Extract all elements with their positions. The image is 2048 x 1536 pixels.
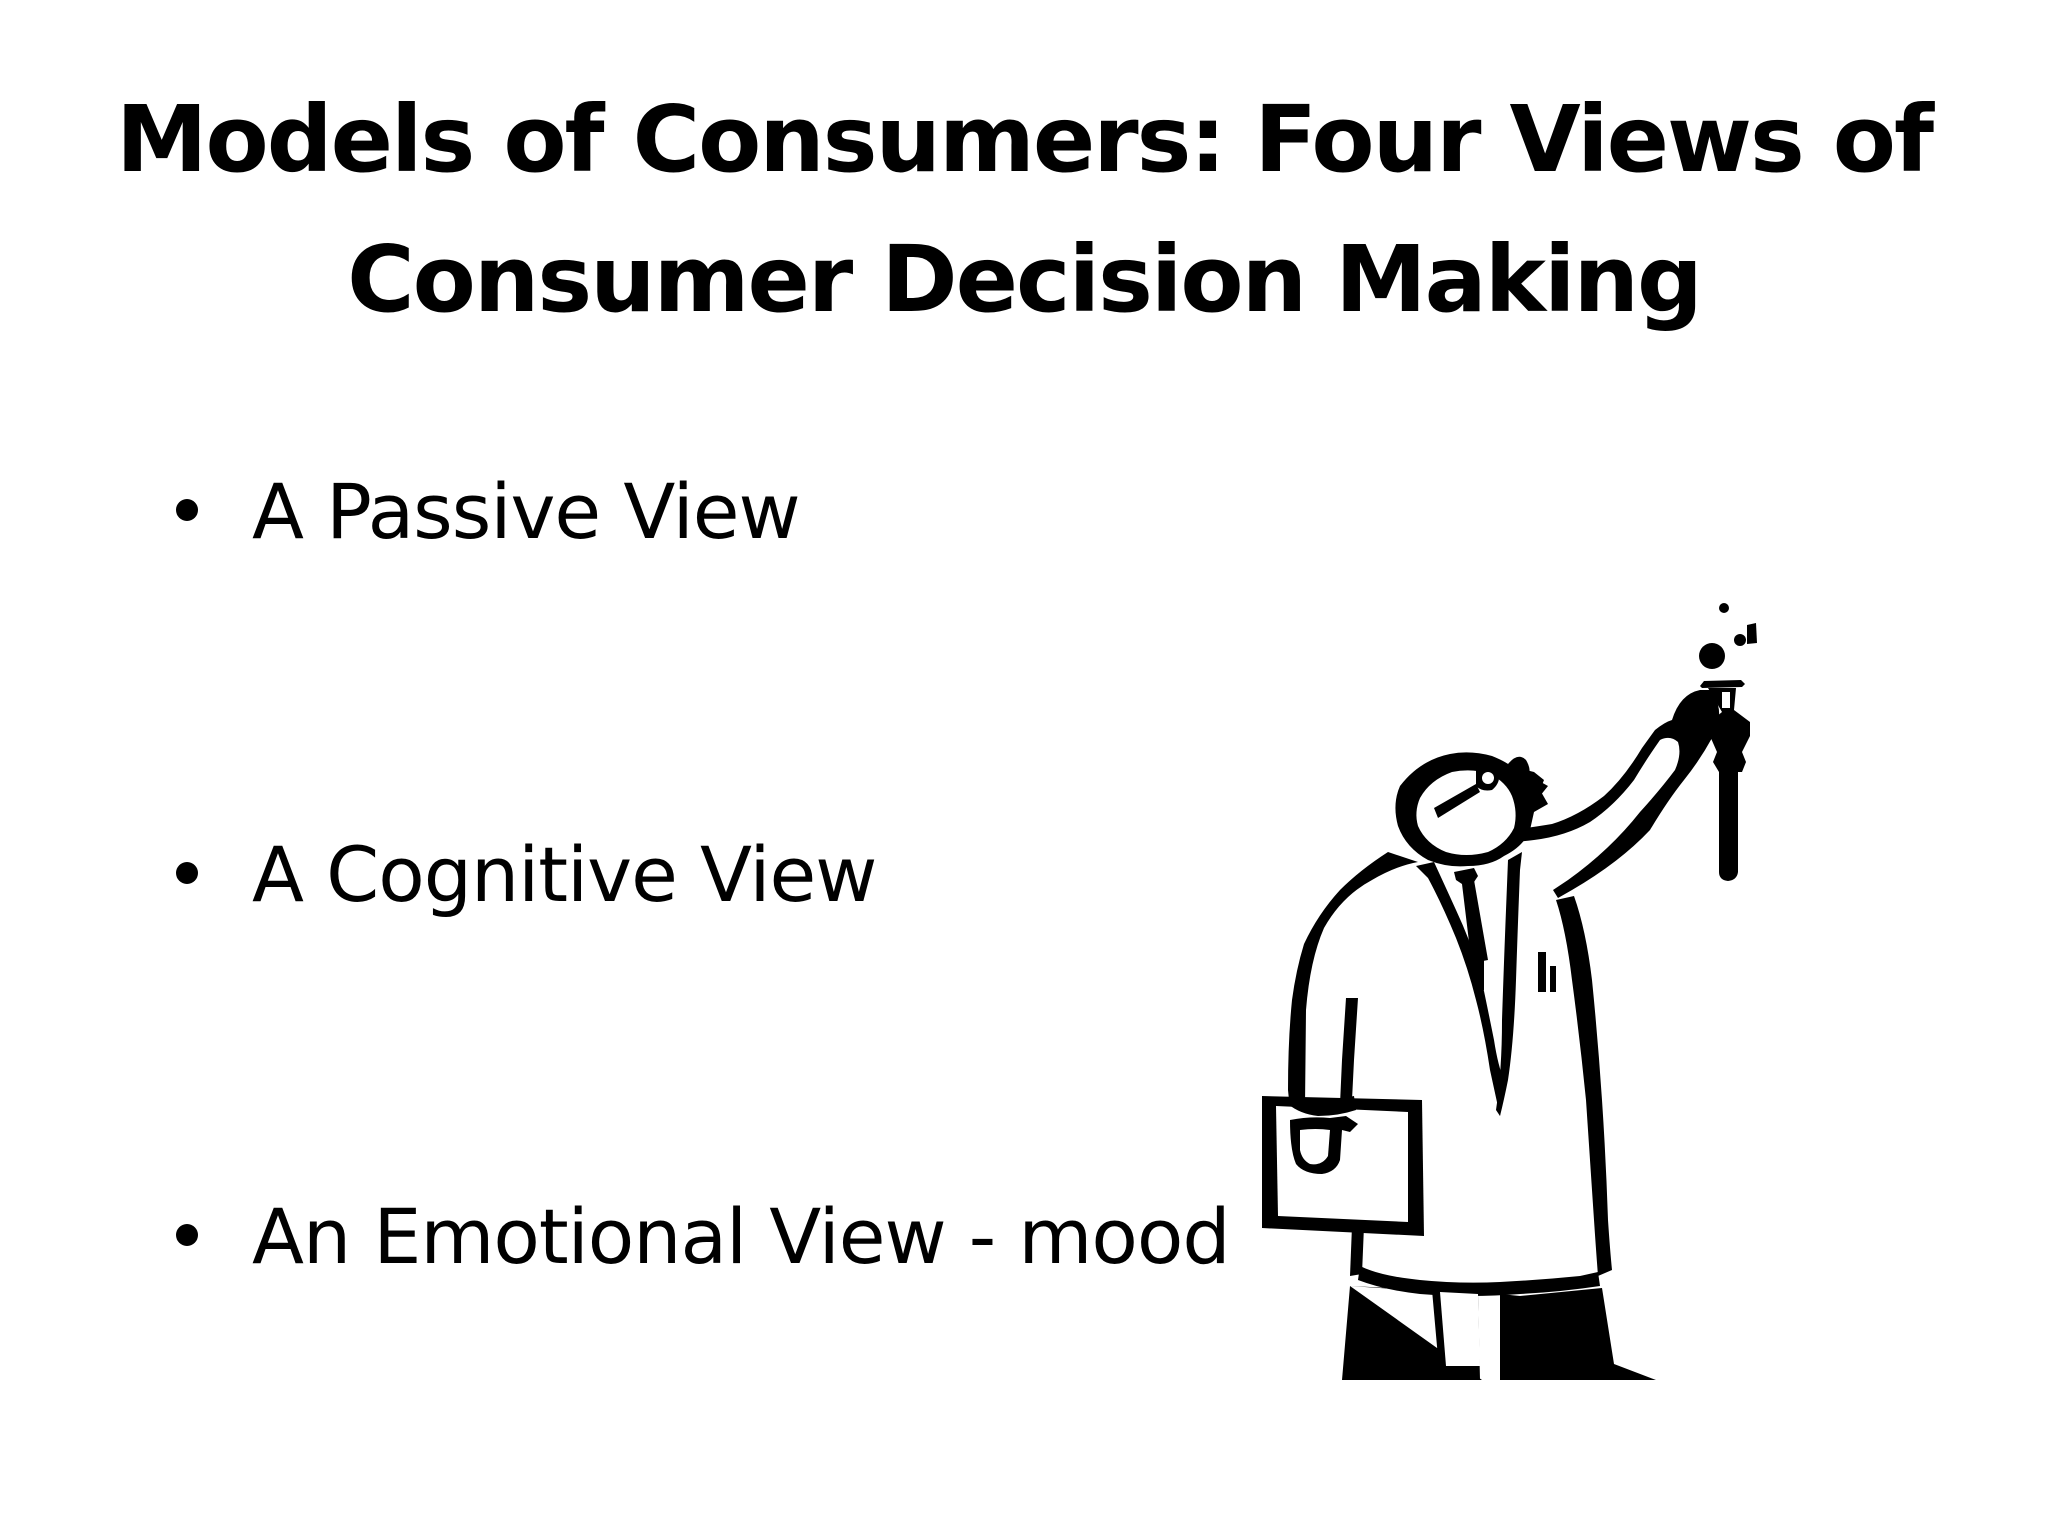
bullet-text: An Emotional View - mood — [252, 1192, 1231, 1281]
bullet-item-cognitive-view: A Cognitive View — [176, 825, 1276, 925]
bullet-icon — [176, 1224, 198, 1246]
slide-title: Models of Consumers: Four Views of Consu… — [115, 86, 1934, 333]
bullet-item-emotional-view: An Emotional View - mood — [176, 1187, 1276, 1287]
scientist-with-flask-icon — [1262, 603, 1757, 1380]
bullet-item-passive-view: A Passive View — [176, 462, 1276, 562]
bullet-text: A Cognitive View — [252, 830, 877, 919]
bullet-icon — [176, 862, 198, 884]
bullet-icon — [176, 499, 198, 521]
bullet-text: A Passive View — [252, 467, 801, 556]
